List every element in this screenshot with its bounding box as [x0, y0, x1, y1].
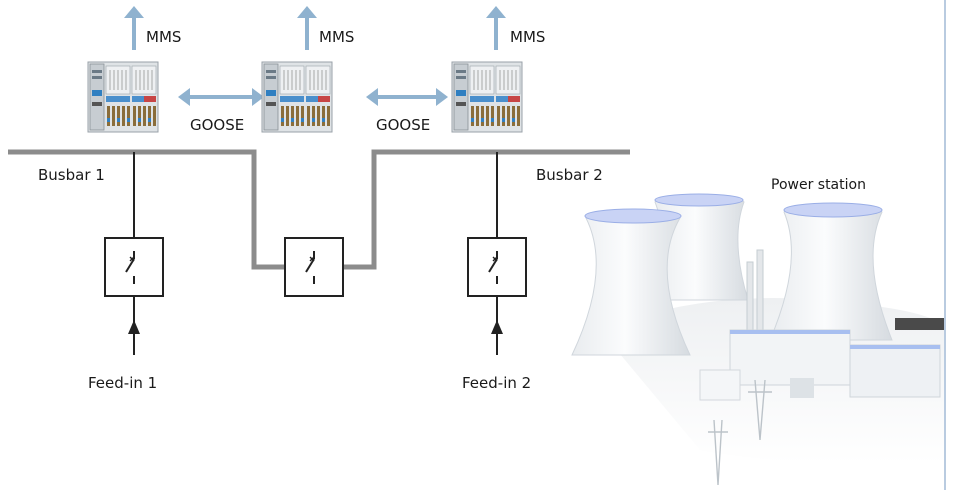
right-frame-rule	[944, 0, 946, 490]
busbar-1-label: Busbar 1	[38, 166, 105, 184]
switch-icon	[104, 237, 164, 297]
goose-label-1: GOOSE	[190, 116, 245, 134]
feeder-2	[491, 152, 503, 355]
controller-module-icon	[451, 61, 523, 133]
power-station-label: Power station	[771, 177, 866, 193]
mms-label-2: MMS	[319, 28, 355, 46]
mms-label-3: MMS	[510, 28, 546, 46]
mms-arrows	[124, 6, 506, 50]
goose-arrows	[178, 88, 448, 106]
controller-module-icon	[87, 61, 159, 133]
feed-in-2-label: Feed-in 2	[462, 374, 532, 392]
controller-module-icon	[261, 61, 333, 133]
switch-icon	[467, 237, 527, 297]
feeder-1	[128, 152, 140, 355]
goose-label-2: GOOSE	[376, 116, 431, 134]
power-station-image	[571, 193, 946, 486]
busbar-lines	[8, 149, 630, 270]
mms-label-1: MMS	[146, 28, 182, 46]
busbar-2-label: Busbar 2	[536, 166, 603, 184]
switch-icon	[284, 237, 344, 297]
feed-in-1-label: Feed-in 1	[88, 374, 158, 392]
